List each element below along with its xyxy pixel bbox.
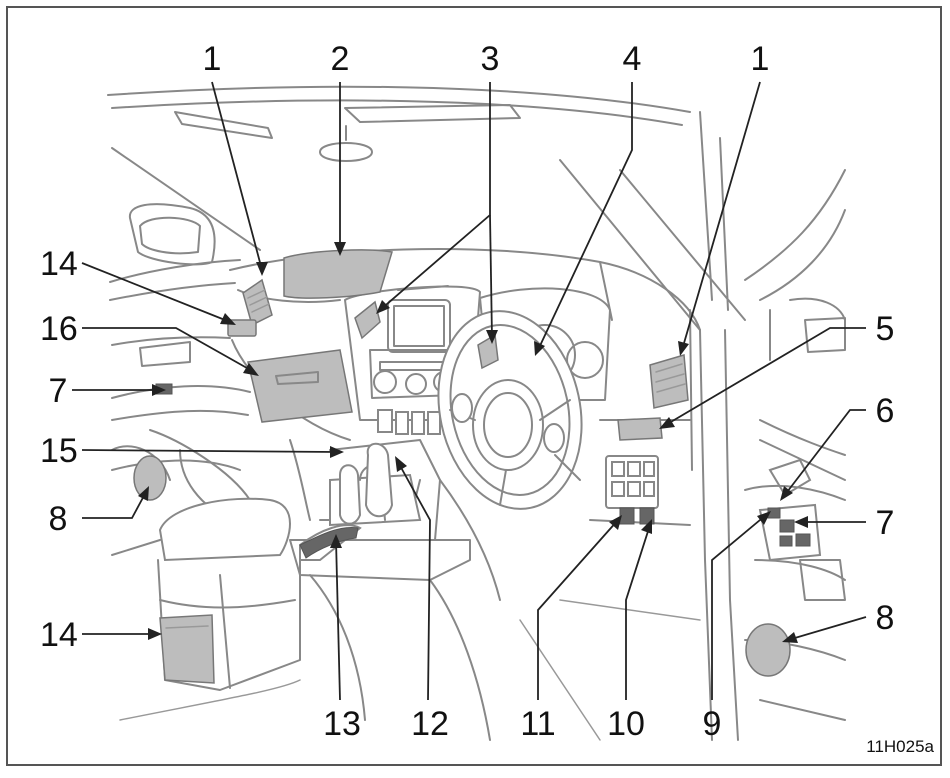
callout-labels: 1 2 3 4 1 14 16 7 15 8 14 5 6 7 8 13 12 … — [40, 40, 935, 756]
figure-code: 11H025a — [866, 737, 934, 756]
cabin-line-art — [107, 85, 846, 741]
callout-4: 4 — [623, 40, 642, 78]
left-door-speaker — [133, 455, 167, 501]
callout-5: 5 — [876, 310, 895, 348]
callout-7-right: 7 — [876, 504, 895, 542]
callout-11: 11 — [520, 705, 555, 743]
callout-14-upper: 14 — [40, 245, 78, 283]
callout-8-right: 8 — [876, 599, 895, 637]
callout-15: 15 — [40, 432, 78, 470]
callout-3: 3 — [481, 40, 500, 78]
leader-lines — [72, 81, 867, 701]
callout-1-left: 1 — [203, 40, 222, 78]
window-switch-b — [795, 533, 811, 547]
window-switch-c — [779, 535, 793, 547]
parking-brake — [299, 526, 359, 559]
highlighted-parts — [133, 249, 811, 684]
center-vent-right — [477, 333, 499, 370]
callout-8-left: 8 — [49, 500, 68, 538]
callout-9: 9 — [703, 705, 722, 743]
center-vent-left — [354, 300, 381, 340]
callout-1-right: 1 — [751, 40, 770, 78]
right-door-speaker — [745, 623, 791, 677]
callout-16: 16 — [40, 310, 78, 348]
callout-10: 10 — [607, 705, 645, 743]
console-rear-box — [159, 614, 215, 684]
right-side-vent — [649, 354, 689, 409]
callout-13: 13 — [323, 705, 361, 743]
left-side-vent — [242, 278, 273, 327]
callout-6: 6 — [876, 392, 895, 430]
callout-2: 2 — [331, 40, 350, 78]
figure-frame — [6, 6, 942, 766]
glove-box — [247, 349, 353, 423]
window-switch-a — [779, 519, 795, 533]
passenger-airbag — [283, 249, 393, 299]
rearview-mirror — [319, 142, 373, 162]
left-side-mirror — [128, 203, 216, 266]
callout-7-left: 7 — [49, 372, 68, 410]
lower-right-panel — [617, 417, 663, 441]
callout-12: 12 — [411, 705, 449, 743]
callout-14-lower: 14 — [40, 616, 78, 654]
